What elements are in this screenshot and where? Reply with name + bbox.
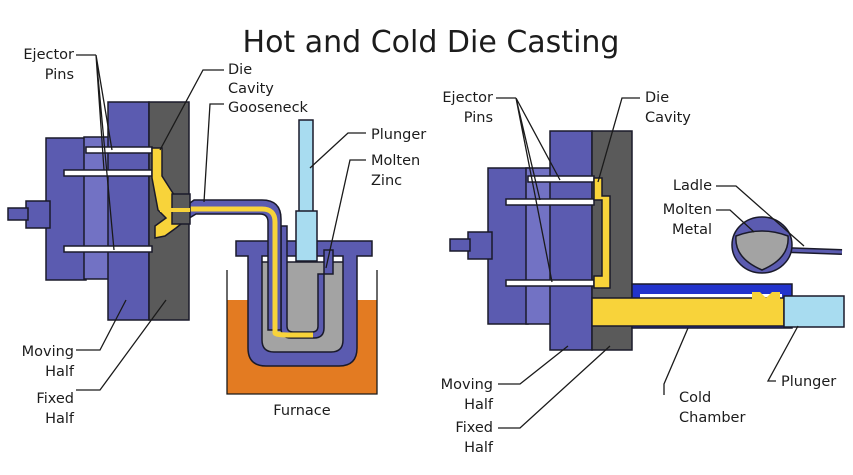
cold-moving-half — [549, 130, 593, 351]
cold-moving-half-frame — [525, 167, 553, 325]
hot-ejector-stem — [25, 200, 51, 229]
cold-die-cavity — [593, 177, 611, 289]
cold-pour-hole — [752, 292, 780, 300]
hot-moving-half — [107, 101, 150, 321]
ladle — [731, 216, 843, 274]
ladle-molten-metal — [735, 230, 789, 271]
hot-label-ejector-pins-1: Ejector — [23, 47, 74, 63]
hot-label-gooseneck: Gooseneck — [228, 100, 309, 116]
cold-shot-sleeve — [591, 283, 845, 329]
cold-label-moving-half-2: Half — [464, 397, 494, 413]
diagram-title: Hot and Cold Die Casting — [243, 25, 620, 60]
cold-metal-shot — [591, 297, 785, 327]
cold-labels: Ejector Pins Die Cavity Ladle Molten Met… — [441, 90, 837, 456]
cold-chamber-machine: Ejector Pins Die Cavity Ladle Molten Met… — [441, 90, 845, 456]
hot-ejector-plate — [45, 137, 87, 281]
hot-plunger-head — [295, 210, 318, 262]
cold-label-cold-chamber-1: Cold — [679, 390, 711, 406]
cold-label-ejector-pins-1: Ejector — [442, 90, 493, 106]
ladle-handle-inner — [785, 248, 843, 254]
cold-label-die-cavity-2: Cavity — [645, 110, 691, 126]
hot-ejector-pin-2 — [63, 169, 153, 177]
hot-label-die-cavity-1: Die — [228, 62, 252, 78]
cold-label-plunger: Plunger — [781, 374, 836, 390]
hot-die — [7, 101, 191, 321]
cold-ejector-rod — [449, 238, 471, 252]
cold-label-fixed-half-2: Half — [464, 440, 494, 456]
hot-label-fixed-half-1: Fixed — [36, 391, 74, 407]
hot-labels: Ejector Pins Die Cavity Gooseneck Plunge… — [22, 47, 427, 427]
hot-label-molten-zinc-1: Molten — [371, 153, 420, 169]
hot-leader-lines — [76, 54, 366, 391]
gooseneck-assembly — [185, 119, 373, 367]
hot-label-ejector-pins-2: Pins — [45, 67, 74, 83]
cold-label-ladle: Ladle — [673, 178, 712, 194]
hot-chamber-machine: Ejector Pins Die Cavity Gooseneck Plunge… — [7, 47, 427, 427]
cold-leader-lines — [496, 97, 805, 429]
gooseneck-metal-channel — [186, 206, 313, 338]
hot-ejector-pin-3 — [63, 245, 153, 253]
cold-label-ejector-pins-2: Pins — [464, 110, 493, 126]
cold-label-moving-half-1: Moving — [441, 377, 493, 393]
hot-label-plunger: Plunger — [371, 127, 426, 143]
cold-ejector-pin-3 — [505, 279, 595, 287]
furnace-walls — [226, 270, 378, 395]
hot-label-furnace: Furnace — [273, 403, 330, 419]
hot-ejector-rod — [7, 207, 29, 221]
hot-plunger-rod — [298, 119, 314, 213]
gooseneck-vessel — [235, 240, 373, 367]
cold-ejector-pin-1 — [527, 175, 595, 183]
hot-label-die-cavity-2: Cavity — [228, 81, 274, 97]
cold-label-molten-metal-1: Molten — [663, 202, 712, 218]
cold-ejector-pin-2 — [505, 198, 595, 206]
cold-label-die-cavity-1: Die — [645, 90, 669, 106]
cold-plunger — [783, 295, 845, 328]
hot-label-fixed-half-2: Half — [45, 411, 75, 427]
cold-ejector-stem — [467, 231, 493, 260]
hot-label-moving-half-1: Moving — [22, 344, 74, 360]
cold-label-molten-metal-2: Metal — [672, 222, 712, 238]
gooseneck-cylinder — [280, 225, 334, 339]
hot-label-molten-zinc-2: Zinc — [371, 173, 402, 189]
cold-label-cold-chamber-2: Chamber — [679, 410, 745, 426]
cold-label-fixed-half-1: Fixed — [455, 420, 493, 436]
cold-ejector-plate — [487, 167, 529, 325]
hot-label-moving-half-2: Half — [45, 364, 75, 380]
hot-ejector-pin-1 — [85, 146, 153, 154]
